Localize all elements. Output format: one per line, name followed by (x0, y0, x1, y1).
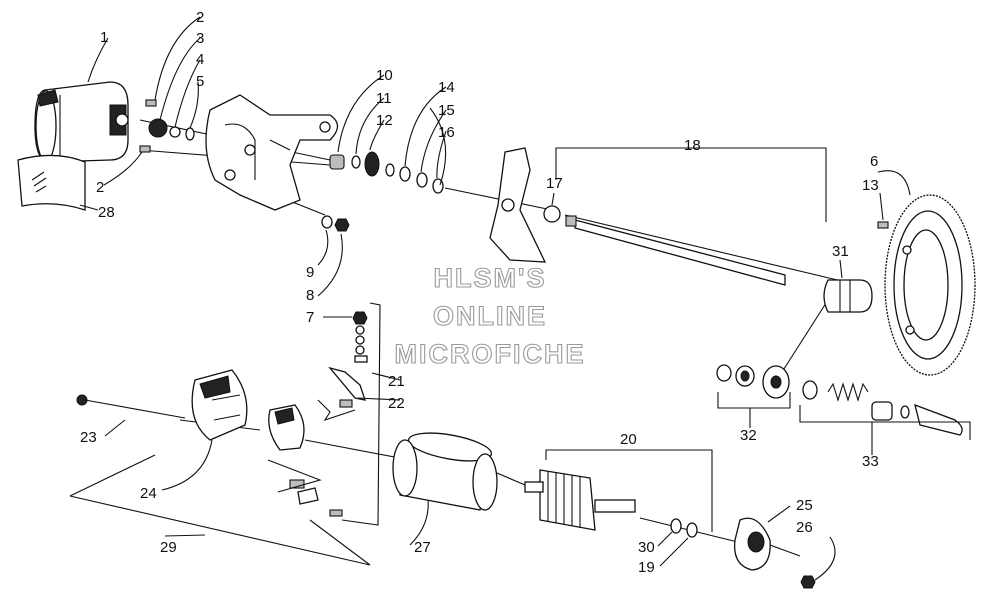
callout-17: 17 (546, 175, 563, 192)
callout-22: 22 (388, 395, 405, 412)
callout-32: 32 (740, 427, 757, 444)
armature (524, 469, 636, 531)
callout-4: 4 (196, 51, 204, 68)
callout-14: 14 (438, 79, 455, 96)
callout-13: 13 (862, 177, 879, 194)
callout-24: 24 (140, 485, 157, 502)
motor-cover-sleeve (17, 154, 86, 211)
through-bolt (76, 394, 186, 419)
callout-2-top: 2 (196, 9, 204, 26)
watermark-line-3: MICROFICHE (395, 339, 586, 369)
starter-motor (34, 81, 129, 163)
callout-23: 23 (80, 429, 97, 446)
callout-1: 1 (100, 29, 108, 46)
callout-11: 11 (376, 90, 392, 107)
callout-8: 8 (306, 287, 314, 304)
ring-gear (877, 194, 976, 376)
callout-30: 30 (638, 539, 655, 556)
callout-27: 27 (414, 539, 431, 556)
callout-18: 18 (684, 137, 701, 154)
mounting-bracket (205, 94, 339, 211)
callout-7: 7 (306, 309, 314, 326)
gear-stack (329, 151, 444, 194)
terminal-hardware (328, 311, 368, 408)
callout-20: 20 (620, 431, 637, 448)
callout-15: 15 (438, 102, 455, 119)
callout-2-bottom: 2 (96, 179, 104, 196)
callout-19: 19 (638, 559, 655, 576)
pinion-gear (823, 279, 873, 313)
bracket-nut-washer (321, 215, 350, 232)
callout-labels: 1 2 3 4 5 2 28 10 11 12 14 15 16 17 18 6… (80, 9, 879, 576)
leader-lines (79, 16, 911, 581)
callout-3: 3 (196, 30, 204, 47)
pinion-washer-set (716, 364, 790, 399)
brush-holder (268, 404, 305, 451)
spring-plunger-set (802, 380, 963, 436)
brush-springs (289, 479, 343, 517)
watermark-line-2: ONLINE (433, 301, 547, 331)
callout-5: 5 (196, 73, 204, 90)
group-brackets (69, 147, 971, 566)
callout-16: 16 (438, 124, 455, 141)
shaft-assembly (543, 205, 786, 286)
callout-28: 28 (98, 204, 115, 221)
watermark: HLSM'S ONLINE MICROFICHE (394, 262, 586, 369)
end-plate (733, 517, 816, 589)
callout-31: 31 (832, 243, 849, 260)
callout-33: 33 (862, 453, 879, 470)
callout-10: 10 (376, 67, 393, 84)
support-arm (489, 147, 547, 263)
callout-12: 12 (376, 112, 393, 129)
end-cap-housing (191, 369, 248, 441)
callout-21: 21 (388, 373, 405, 390)
armature-washers (670, 518, 698, 538)
callout-26: 26 (796, 519, 813, 536)
callout-9: 9 (306, 264, 314, 281)
watermark-line-1: HLSM'S (434, 263, 547, 293)
motor-housing (392, 432, 498, 511)
callout-29: 29 (160, 539, 177, 556)
callout-25: 25 (796, 497, 813, 514)
callout-6: 6 (870, 153, 878, 170)
small-fasteners-top-left (139, 99, 195, 153)
